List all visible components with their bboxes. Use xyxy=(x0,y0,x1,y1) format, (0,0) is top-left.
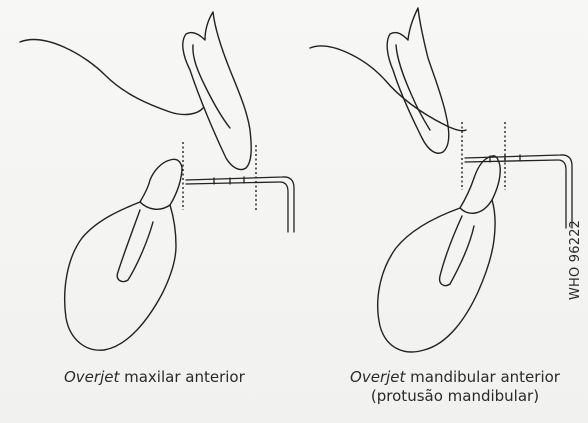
right-panel-drawing xyxy=(310,8,500,352)
right-caption-term: Overjet xyxy=(350,368,405,386)
left-caption: Overjet maxilar anterior xyxy=(64,368,245,387)
right-caption-line2: (protusão mandibular) xyxy=(330,387,580,406)
right-upper-pulp xyxy=(396,45,430,130)
left-probe xyxy=(186,177,294,232)
left-panel-drawing xyxy=(20,12,251,350)
right-caption: Overjet mandibular anterior (protusão ma… xyxy=(330,368,580,406)
left-lower-pulp xyxy=(117,210,153,282)
left-caption-term: Overjet xyxy=(64,368,119,386)
right-caption-line1: Overjet mandibular anterior xyxy=(330,368,580,387)
right-probe xyxy=(465,155,572,228)
reference-code: WHO 96222 xyxy=(568,220,583,300)
right-lip-contour xyxy=(310,46,466,131)
right-cej-line xyxy=(460,200,492,213)
left-caption-rest: maxilar anterior xyxy=(119,368,244,386)
right-caption-rest: mandibular anterior xyxy=(405,368,560,386)
right-upper-incisor xyxy=(387,8,449,153)
right-lower-pulp xyxy=(440,216,474,286)
left-lip-contour xyxy=(20,40,203,115)
right-lower-incisor xyxy=(378,156,500,352)
left-upper-incisor xyxy=(183,12,251,170)
left-cej-line xyxy=(140,202,170,209)
